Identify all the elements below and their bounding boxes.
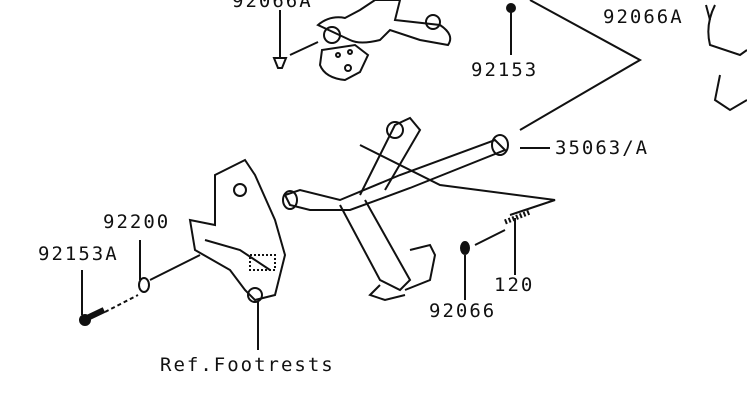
side-stand	[282, 116, 550, 302]
leader-bracket	[519, 0, 643, 131]
right-footrest-bracket	[705, 4, 747, 112]
part-label-92200: 92200	[103, 211, 171, 233]
washer-92066	[460, 241, 470, 255]
leader-line	[104, 294, 139, 313]
washer-92200	[138, 277, 150, 293]
part-label-92153a: 92153A	[38, 243, 119, 265]
bolt-92153a	[79, 307, 106, 326]
part-label-120: 120	[494, 274, 535, 296]
part-label-92066a-left: 92066A	[232, 0, 313, 12]
upper-footrest-bracket	[316, 0, 452, 82]
leader-bracket	[359, 144, 556, 216]
part-label-92066: 92066	[429, 300, 497, 322]
leader-line	[149, 254, 201, 281]
lower-footrest-bracket	[188, 158, 287, 303]
part-label-35063a: 35063/A	[555, 137, 650, 159]
reference-label-footrests[interactable]: Ref.Footrests	[160, 354, 335, 376]
bolt-92153	[506, 3, 516, 13]
part-label-92153: 92153	[471, 59, 539, 81]
leader-line	[289, 41, 319, 56]
spring-120	[504, 209, 531, 275]
rivet-92066a	[272, 57, 288, 69]
part-label-92066a-right: 92066A	[603, 6, 684, 28]
leader-line	[474, 229, 506, 246]
